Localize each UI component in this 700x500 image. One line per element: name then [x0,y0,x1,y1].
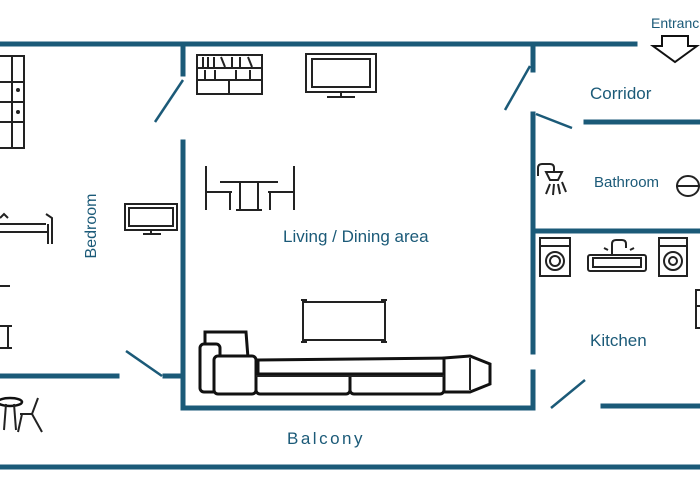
sofa-icon [198,330,492,396]
kitchen-label: Kitchen [590,331,647,350]
corridor-label: Corridor [590,84,652,103]
living-dining-label: Living / Dining area [283,227,429,246]
doors [125,65,586,409]
shower-icon [537,163,567,196]
bed-icon [0,212,53,244]
living-tv-icon [305,53,377,98]
balcony-chairs-icon [0,396,43,433]
bathroom-label: Bathroom [594,174,660,191]
bookshelf-icon [196,54,263,95]
bedroom-label: Bedroom [83,193,100,259]
bedroom-tv-icon [124,203,178,235]
entrance-arrow-icon [649,35,700,64]
coffee-table-icon [301,299,387,343]
walls [0,41,700,470]
fridge-icon [695,289,700,329]
toilet-icon [676,175,700,197]
balcony-label: Balcony [287,429,365,448]
sink-icon [587,239,647,272]
wardrobe-icon [0,55,25,149]
dining-table-icon [205,166,295,211]
desk-icon [0,285,12,349]
dryer-icon [658,237,688,277]
washing-machine-icon [539,237,571,277]
entrance-label: Entranc [651,15,700,31]
